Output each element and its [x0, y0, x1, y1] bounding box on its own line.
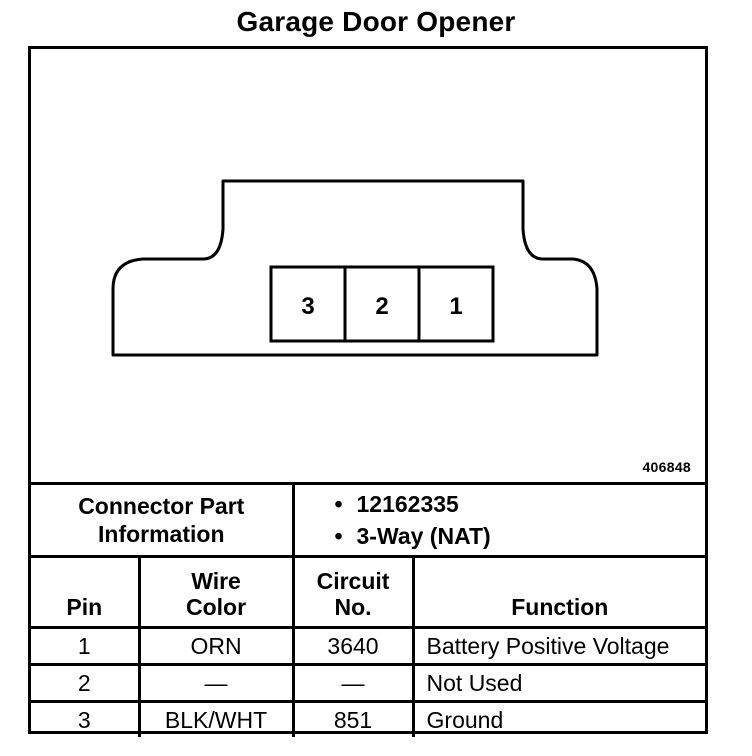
- cell-pin: 2: [31, 663, 141, 703]
- header-pin: Pin: [31, 555, 141, 629]
- cell-function: Ground: [411, 700, 706, 737]
- bullet-icon: •: [334, 491, 343, 517]
- part-info-values: •12162335 •3-Way (NAT): [291, 482, 706, 558]
- header-function: Function: [411, 555, 706, 629]
- connector-frame: 3 2 1 406848 Connector Part Information …: [28, 46, 708, 737]
- part-info-label-line2: Information: [98, 521, 225, 547]
- cell-pin: 1: [31, 626, 141, 666]
- pin-label-1: 1: [449, 293, 462, 320]
- cell-circuit: 851: [291, 700, 415, 737]
- part-info-value: •3-Way (NAT): [335, 520, 706, 552]
- table-row: 2 — — Not Used: [31, 663, 706, 703]
- cell-pin: 3: [31, 700, 141, 737]
- table-row: 1 ORN 3640 Battery Positive Voltage: [31, 626, 706, 666]
- pin-label-2: 2: [375, 293, 388, 320]
- pin-label-3: 3: [301, 293, 314, 320]
- part-info-row: Connector Part Information •12162335 •3-…: [31, 482, 706, 558]
- cell-circuit: 3640: [291, 626, 415, 666]
- cell-wire-color: ORN: [137, 626, 295, 666]
- pin-cavity-1: [417, 265, 495, 343]
- part-info-value: •12162335: [335, 488, 706, 520]
- table-header-row: Pin Wire Color Circuit No. Function: [31, 555, 706, 629]
- table-row: 3 BLK/WHT 851 Ground: [31, 700, 706, 737]
- header-wire-color: Wire Color: [137, 555, 295, 629]
- cell-function: Battery Positive Voltage: [411, 626, 706, 666]
- cell-wire-color: BLK/WHT: [137, 700, 295, 737]
- part-info-label-line1: Connector Part: [78, 493, 245, 519]
- connector-info-table: Connector Part Information •12162335 •3-…: [31, 482, 706, 737]
- bullet-icon: •: [334, 523, 343, 549]
- cell-circuit: —: [291, 663, 415, 703]
- diagram-title: Garage Door Opener: [236, 6, 516, 37]
- header-circuit-no: Circuit No.: [291, 555, 415, 629]
- connector-outline: [111, 179, 599, 357]
- part-info-label: Connector Part Information: [31, 482, 295, 558]
- cell-function: Not Used: [411, 663, 706, 703]
- connector-face-diagram: 3 2 1: [111, 179, 599, 357]
- cell-wire-color: —: [137, 663, 295, 703]
- figure-id: 406848: [642, 459, 691, 475]
